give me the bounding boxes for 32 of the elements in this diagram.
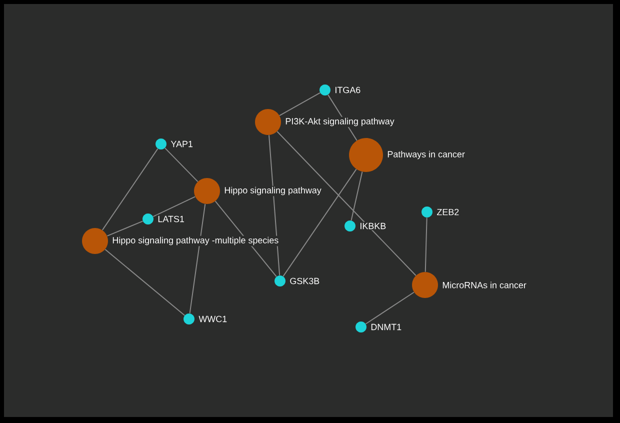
- node-label: Hippo signaling pathway -multiple species: [111, 236, 280, 246]
- connector-line: [424, 217, 428, 272]
- gene-dot: [356, 322, 366, 332]
- connector-line: [282, 168, 357, 277]
- pathway-circle: [194, 178, 220, 204]
- pathway-circle: [82, 228, 108, 254]
- connector-line: [104, 248, 186, 316]
- connector-line: [276, 131, 416, 276]
- connector-line: [189, 204, 206, 314]
- gene-dot: [156, 138, 166, 150]
- gene-dot: [320, 84, 330, 96]
- connector-line: [102, 148, 158, 231]
- gene-dot: [184, 314, 194, 324]
- connector-line: [164, 148, 198, 182]
- connector-line: [106, 220, 144, 236]
- gene-dot: [274, 276, 286, 286]
- node-label: Pathways in cancer: [386, 150, 466, 160]
- gene-dot: [344, 220, 356, 232]
- connector-line: [214, 200, 277, 278]
- connector-line: [365, 292, 414, 324]
- gene-dot: [422, 206, 432, 218]
- node-label: Hippo signaling pathway: [223, 186, 322, 196]
- connector-line: [279, 92, 321, 116]
- pathway-circle: [349, 138, 383, 172]
- node-label: PI3K-Akt signaling pathway: [284, 116, 396, 128]
- gene-dot: [142, 214, 154, 224]
- connector-line: [152, 196, 196, 218]
- connector-line: [350, 171, 363, 221]
- connector-line: [268, 134, 280, 276]
- pathway-circle: [412, 272, 438, 298]
- node-label: MicroRNAs in cancer: [441, 280, 528, 290]
- pathway-circle: [255, 109, 281, 135]
